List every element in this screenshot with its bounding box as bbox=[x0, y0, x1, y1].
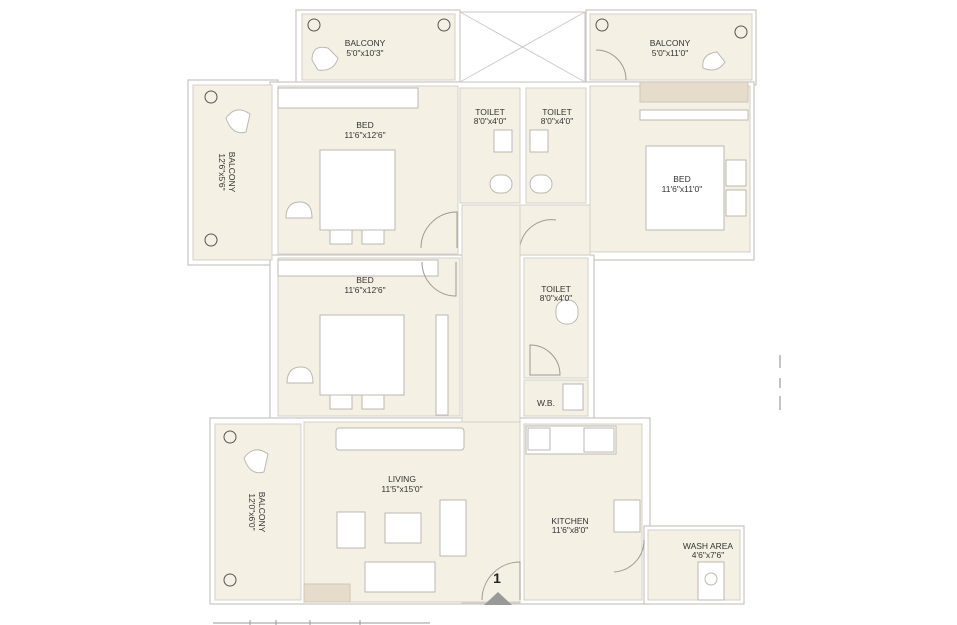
chair-icon bbox=[243, 449, 269, 474]
chair-icon bbox=[286, 366, 314, 384]
toilet-icon bbox=[555, 299, 579, 325]
bed-icon bbox=[645, 145, 725, 231]
sink-icon bbox=[562, 383, 584, 411]
sink-icon bbox=[529, 129, 549, 153]
room-bed-1: BED 11'6"x12'6" bbox=[277, 85, 459, 255]
washing-machine-icon bbox=[697, 561, 725, 601]
wardrobe bbox=[277, 259, 439, 277]
door-icon bbox=[519, 219, 557, 247]
svg-text:BED: BED bbox=[356, 275, 373, 285]
room-living: LIVING 11'5"x15'0" 1 bbox=[303, 421, 521, 605]
room-balcony-top-right: BALCONY 5'0"x11'0" bbox=[589, 13, 753, 81]
svg-text:8'0"x4'0": 8'0"x4'0" bbox=[541, 116, 573, 126]
entrance-arrow-icon bbox=[484, 592, 512, 605]
chair-icon bbox=[311, 46, 339, 71]
svg-text:TOILET: TOILET bbox=[542, 107, 572, 117]
room-balcony-top-left: BALCONY 5'0"x10'3" bbox=[301, 13, 456, 81]
coffee-table bbox=[384, 512, 422, 544]
plant-icon bbox=[437, 18, 451, 32]
door-icon bbox=[420, 211, 458, 249]
room-bed-right: BED 11'6"x11'0" bbox=[519, 49, 751, 256]
room-toilet-3: TOILET 8'0"x4'0" bbox=[523, 257, 589, 379]
svg-text:BALCONY: BALCONY bbox=[345, 38, 386, 48]
svg-text:5'0"x11'0": 5'0"x11'0" bbox=[652, 48, 689, 58]
plant-icon bbox=[223, 573, 237, 587]
plant-icon bbox=[204, 233, 218, 247]
plant-icon bbox=[734, 25, 748, 39]
svg-text:11'6"x12'6": 11'6"x12'6" bbox=[344, 285, 385, 295]
svg-text:11'6"x8'0": 11'6"x8'0" bbox=[552, 525, 589, 535]
bed-icon bbox=[319, 149, 396, 231]
svg-text:WASH AREA: WASH AREA bbox=[683, 541, 734, 551]
room-wb: W.B. bbox=[523, 379, 589, 417]
toilet-icon bbox=[529, 174, 553, 194]
wardrobe bbox=[277, 87, 419, 109]
chair-icon bbox=[225, 109, 251, 134]
svg-text:BALCONY: BALCONY bbox=[650, 38, 691, 48]
plant-icon bbox=[307, 18, 321, 32]
svg-text:11'6"x12'6": 11'6"x12'6" bbox=[344, 130, 385, 140]
chair-icon bbox=[285, 201, 313, 219]
svg-text:8'0"x4'0": 8'0"x4'0" bbox=[540, 293, 572, 303]
room-wash-area: WASH AREA 4'6"x7'6" bbox=[647, 529, 741, 601]
room-toilet-1: TOILET 8'0"x4'0" bbox=[459, 87, 521, 204]
svg-text:TOILET: TOILET bbox=[541, 284, 571, 294]
sofa-icon bbox=[439, 499, 467, 557]
room-balcony-left: BALCONY 12'6"x5'6" bbox=[192, 84, 273, 261]
svg-text:TOILET: TOILET bbox=[475, 107, 505, 117]
door-icon bbox=[481, 561, 521, 601]
door-icon bbox=[595, 49, 627, 81]
sink-icon bbox=[493, 129, 513, 153]
svg-text:LIVING: LIVING bbox=[388, 474, 416, 484]
plant-icon bbox=[223, 430, 237, 444]
room-bed-2: BED 11'6"x12'6" bbox=[277, 257, 461, 417]
svg-text:11'6"x11'0": 11'6"x11'0" bbox=[662, 184, 703, 194]
svg-text:KITCHEN: KITCHEN bbox=[551, 516, 588, 526]
door-icon bbox=[421, 261, 457, 297]
svg-text:11'5"x15'0": 11'5"x15'0" bbox=[381, 484, 422, 494]
toilet-icon bbox=[489, 174, 513, 194]
sink-icon bbox=[527, 427, 551, 451]
stove-icon bbox=[583, 427, 615, 453]
plant-icon bbox=[595, 18, 609, 32]
svg-text:BED: BED bbox=[673, 174, 690, 184]
sofa-icon bbox=[364, 561, 436, 593]
svg-text:12'0"x6'0": 12'0"x6'0" bbox=[247, 493, 257, 530]
door-icon bbox=[613, 539, 645, 573]
svg-text:8'0"x4'0": 8'0"x4'0" bbox=[474, 116, 506, 126]
bed-icon bbox=[319, 314, 405, 396]
entrance-number: 1 bbox=[493, 570, 501, 586]
room-balcony-bottom-left: BALCONY 12'0"x6'0" bbox=[214, 423, 302, 601]
fridge-icon bbox=[613, 499, 641, 533]
svg-text:BALCONY: BALCONY bbox=[257, 492, 267, 533]
chair-icon bbox=[702, 51, 726, 71]
svg-text:W.B.: W.B. bbox=[537, 398, 555, 408]
svg-text:BED: BED bbox=[356, 120, 373, 130]
duct-shaft bbox=[459, 11, 586, 83]
scale-bar bbox=[213, 620, 430, 625]
door-icon bbox=[529, 344, 561, 376]
tv-unit bbox=[335, 427, 465, 451]
svg-text:5'0"x10'3": 5'0"x10'3" bbox=[346, 48, 383, 58]
armchair-icon bbox=[336, 511, 366, 549]
svg-text:BALCONY: BALCONY bbox=[227, 152, 237, 193]
svg-text:12'6"x5'6": 12'6"x5'6" bbox=[217, 153, 227, 190]
svg-text:4'6"x7'6": 4'6"x7'6" bbox=[692, 550, 724, 560]
room-kitchen: KITCHEN 11'6"x8'0" bbox=[523, 423, 645, 601]
plant-icon bbox=[204, 90, 218, 104]
room-toilet-2: TOILET 8'0"x4'0" bbox=[525, 87, 587, 204]
